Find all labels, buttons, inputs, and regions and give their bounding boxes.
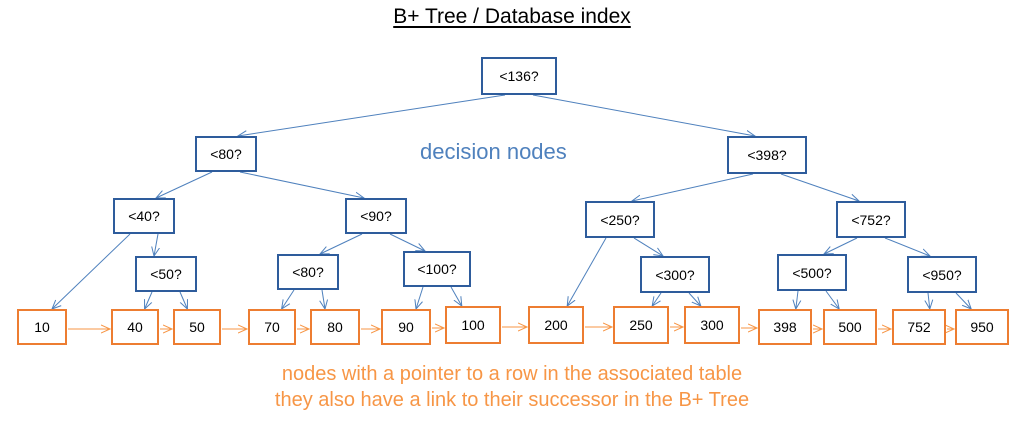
tree-edge-d950-l752	[928, 292, 930, 309]
leaf-node-90: 90	[381, 309, 431, 345]
decision-node-136: <136?	[481, 57, 557, 95]
leaf-nodes-caption-line1: nodes with a pointer to a row in the ass…	[281, 363, 743, 385]
tree-edge-d50-l50	[179, 291, 187, 309]
tree-edge-d40-d50	[154, 233, 158, 256]
tree-edge-d40-l10	[52, 233, 131, 309]
tree-edge-d80b-l70	[282, 289, 295, 309]
decision-node-80: <80?	[195, 136, 257, 172]
leaf-node-398: 398	[758, 309, 812, 345]
leaf-node-100: 100	[445, 306, 501, 344]
tree-edge-d950-l950	[955, 292, 971, 309]
tree-edge-d300-l300	[688, 292, 701, 306]
decision-node-50: <50?	[135, 256, 197, 292]
diagram-title-text: B+ Tree / Database index	[393, 5, 631, 28]
tree-edge-d90-d100	[389, 233, 425, 251]
tree-edge-d752-d950	[884, 237, 930, 256]
tree-edge-d100-l100	[450, 286, 462, 306]
decision-node-40: <40?	[113, 198, 175, 234]
tree-edge-d100-l90	[416, 286, 424, 309]
leaf-node-50: 50	[173, 309, 221, 345]
tree-edge-d752-d500	[824, 237, 858, 254]
tree-edge-d250-l200	[567, 237, 607, 306]
tree-edge-d90-d80b	[320, 233, 363, 254]
tree-edge-d250-d300	[633, 237, 663, 256]
leaf-node-10: 10	[17, 309, 67, 345]
decision-node-398: <398?	[727, 136, 807, 174]
decision-node-300: <300?	[640, 256, 710, 293]
decision-node-250: <250?	[585, 201, 655, 238]
tree-edge-d80b-l80	[322, 289, 325, 309]
leaf-nodes-caption-line2: they also have a link to their successor…	[274, 389, 750, 411]
decision-nodes-caption: decision nodes	[420, 139, 567, 164]
leaf-node-950: 950	[955, 309, 1009, 345]
tree-edge-d136-d80a	[238, 94, 506, 136]
tree-edge-d80a-d90	[239, 171, 364, 198]
decision-node-80-lower: <80?	[277, 254, 339, 290]
leaf-node-250: 250	[613, 306, 669, 344]
tree-edge-d300-l250	[652, 292, 662, 306]
tree-edge-d398-d752	[780, 173, 859, 201]
leaf-node-200: 200	[528, 306, 584, 344]
decision-node-752: <752?	[836, 201, 906, 238]
tree-edge-d500-l500	[825, 290, 839, 309]
leaf-node-500: 500	[823, 309, 877, 345]
leaf-node-80: 80	[310, 309, 360, 345]
leaf-node-70: 70	[248, 309, 296, 345]
tree-edge-d50-l40	[145, 291, 153, 309]
decision-node-500: <500?	[777, 254, 847, 291]
tree-edge-d398-d250	[632, 173, 754, 201]
leaf-node-40: 40	[111, 309, 159, 345]
diagram-title: B+ Tree / Database index	[0, 5, 1024, 29]
tree-edge-d136-d398	[532, 94, 755, 136]
leaf-node-752: 752	[892, 309, 946, 345]
decision-node-90: <90?	[345, 198, 407, 234]
tree-edge-d80a-d40	[156, 171, 213, 198]
leaf-node-300: 300	[684, 306, 740, 344]
tree-edge-d500-l398	[796, 290, 798, 309]
decision-node-100: <100?	[403, 251, 471, 287]
decision-node-950: <950?	[907, 256, 977, 293]
